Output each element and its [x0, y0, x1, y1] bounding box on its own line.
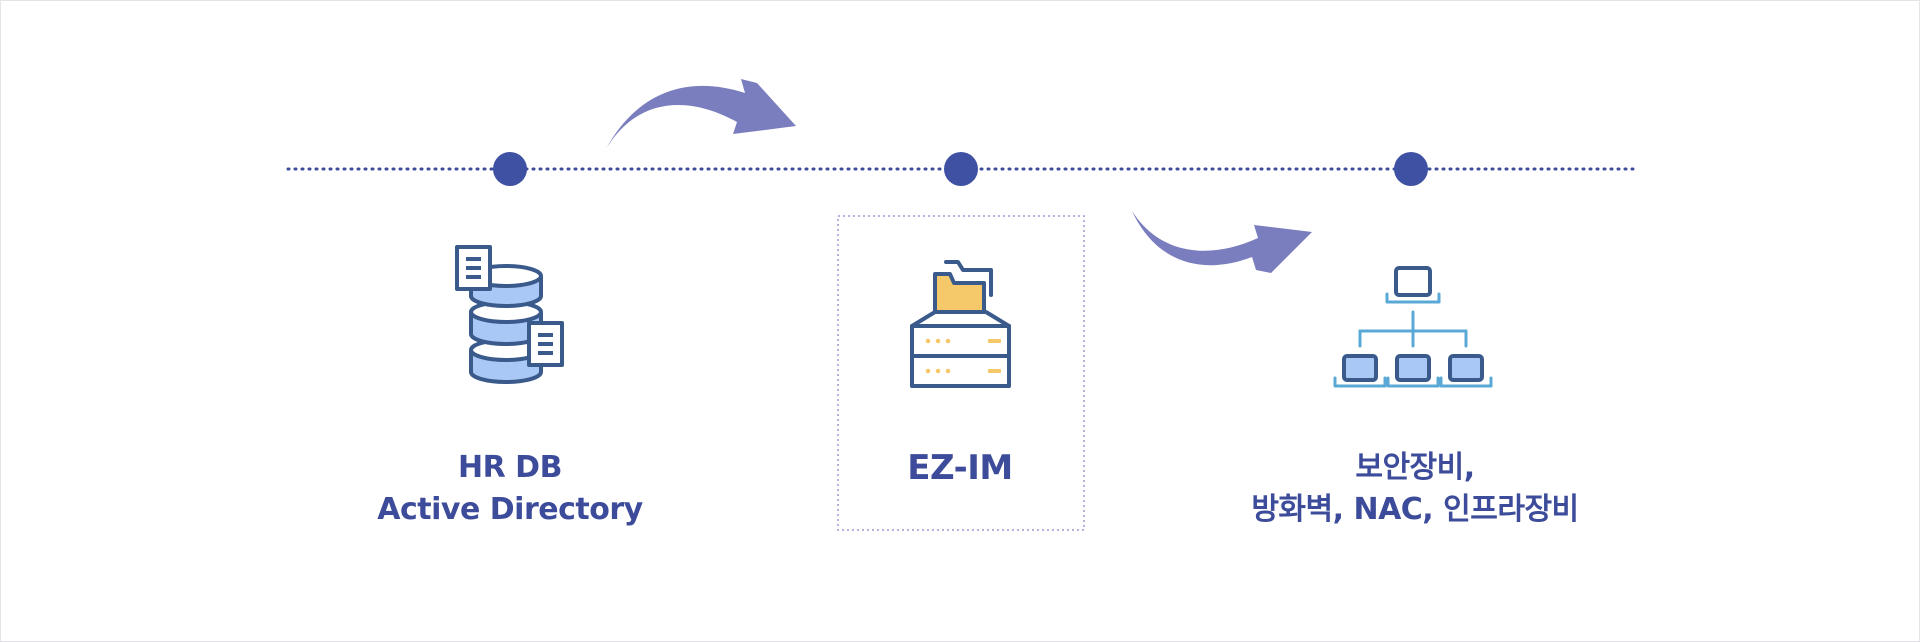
timeline-node-target	[1394, 152, 1428, 186]
center-label: EZ-IM	[840, 447, 1080, 489]
source-label: HR DB Active Directory	[310, 447, 710, 531]
file-server-folder-icon	[910, 260, 1011, 388]
source-label-line-2: Active Directory	[377, 492, 643, 527]
timeline-node-center	[944, 152, 978, 186]
source-label-line-1: HR DB	[458, 450, 562, 485]
target-label: 보안장비, 방화벽, NAC, 인프라장비	[1180, 447, 1650, 531]
timeline-node-source	[493, 152, 527, 186]
center-label-line-1: EZ-IM	[907, 448, 1013, 488]
network-hierarchy-icon	[1333, 266, 1493, 388]
database-documents-icon	[455, 245, 564, 384]
target-label-line-2: 방화벽, NAC, 인프라장비	[1251, 492, 1579, 527]
arrow-source-to-center	[606, 79, 796, 149]
arrow-center-to-target	[1132, 211, 1312, 273]
target-label-line-1: 보안장비,	[1355, 450, 1475, 485]
